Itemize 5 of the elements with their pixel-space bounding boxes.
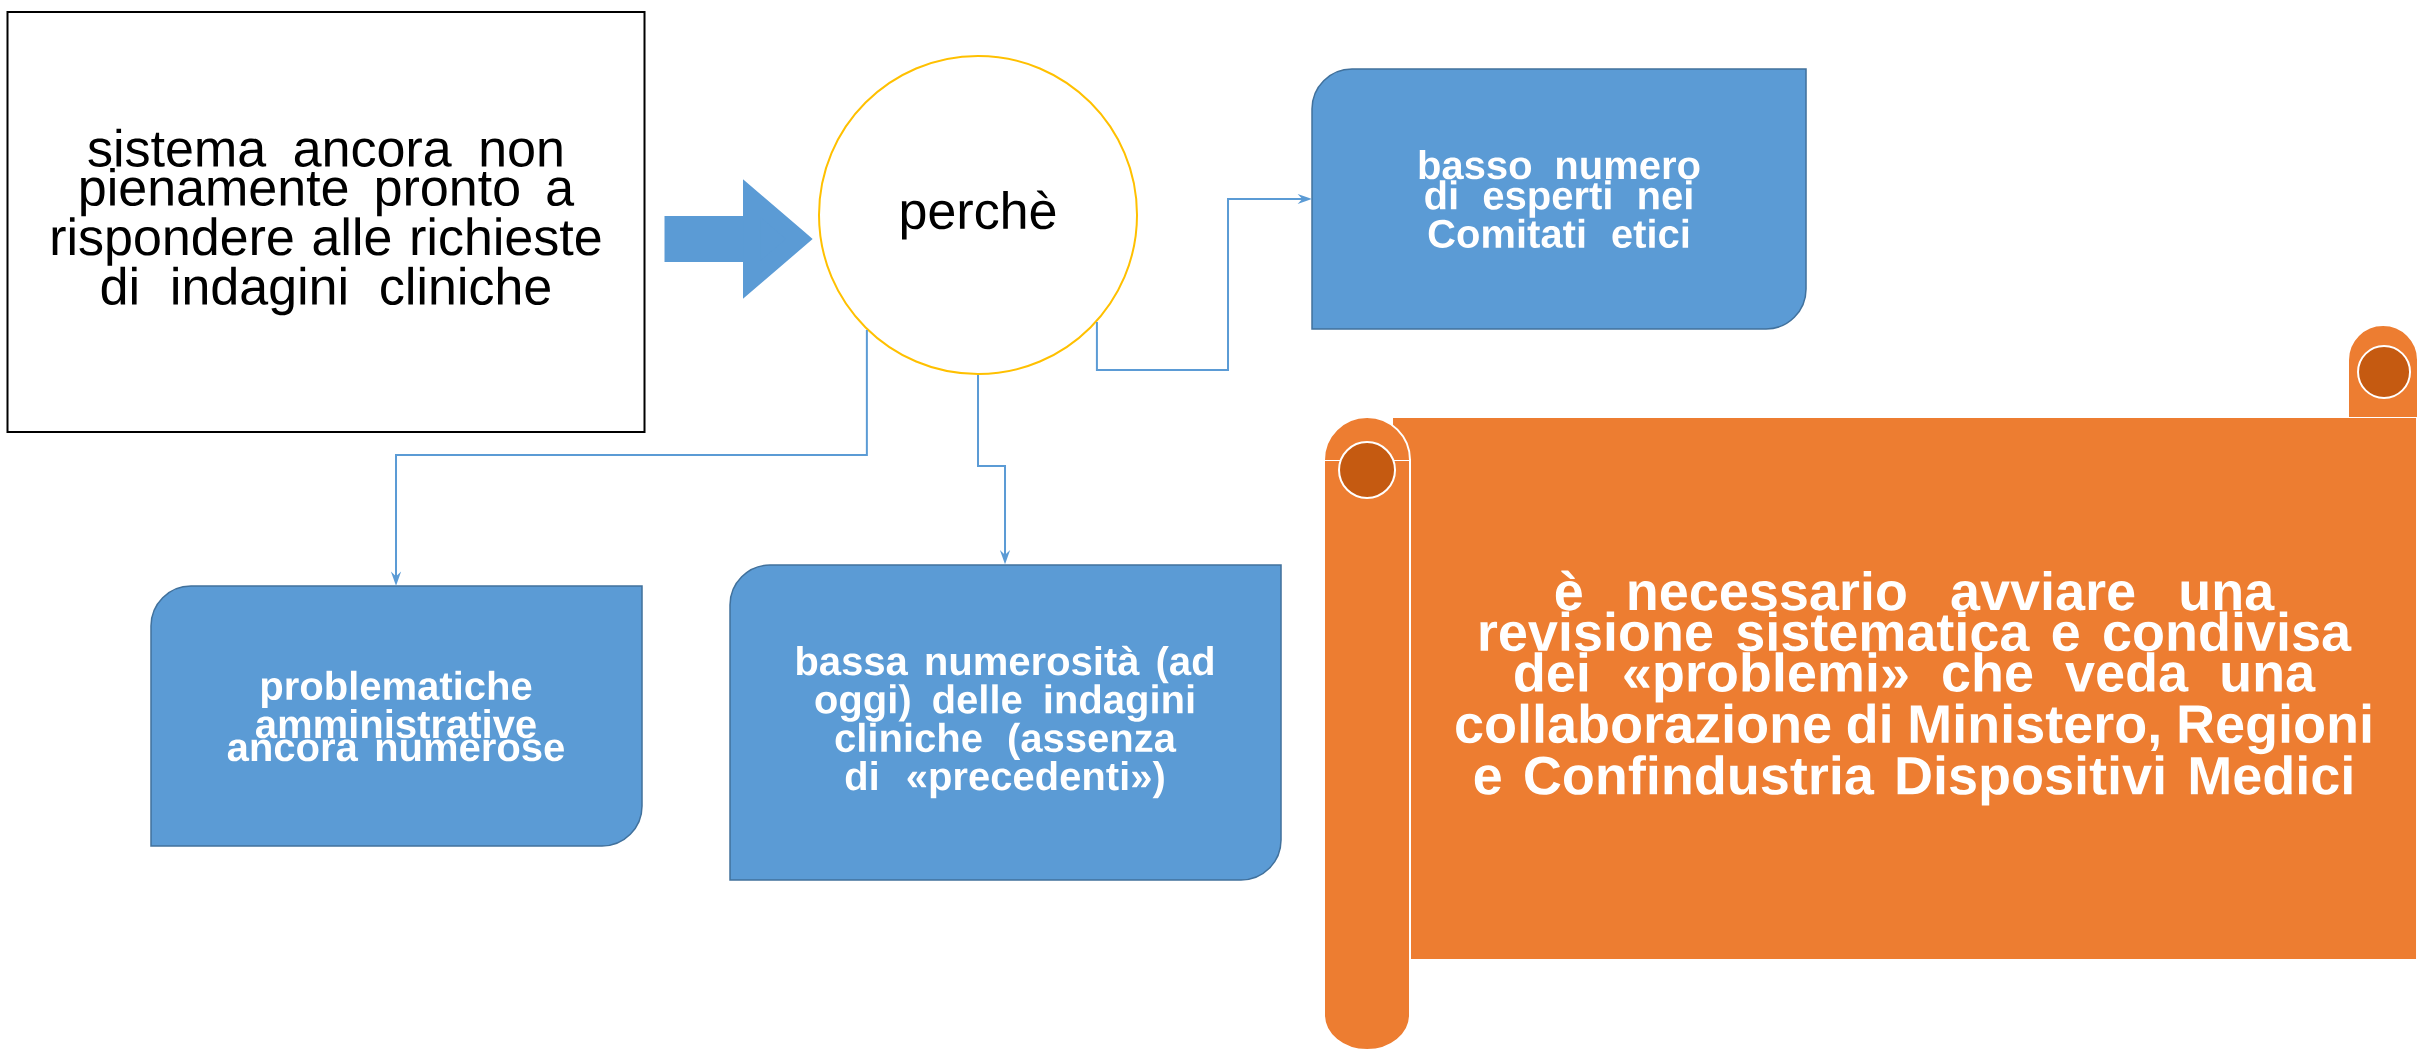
- process-box: bassa numerosità (ad oggi) delle indagini cliniche (assenza di «precedenti»): [729, 564, 1282, 881]
- process-box: problematiche amministrative ancora numerose: [150, 585, 643, 847]
- scroll-banner: è necessario avviare una revisione sistematica e condivisa dei «problemi» che veda una collaborazione di Ministero, Regioni e Confindustria Dispositivi Medici: [1323, 324, 2420, 1050]
- text-box: sistema ancora non pienamente pronto a rispondere alle richieste di indagini cliniche: [6, 11, 646, 433]
- process-box: basso numero di esperti nei Comitati etici: [1311, 68, 1807, 330]
